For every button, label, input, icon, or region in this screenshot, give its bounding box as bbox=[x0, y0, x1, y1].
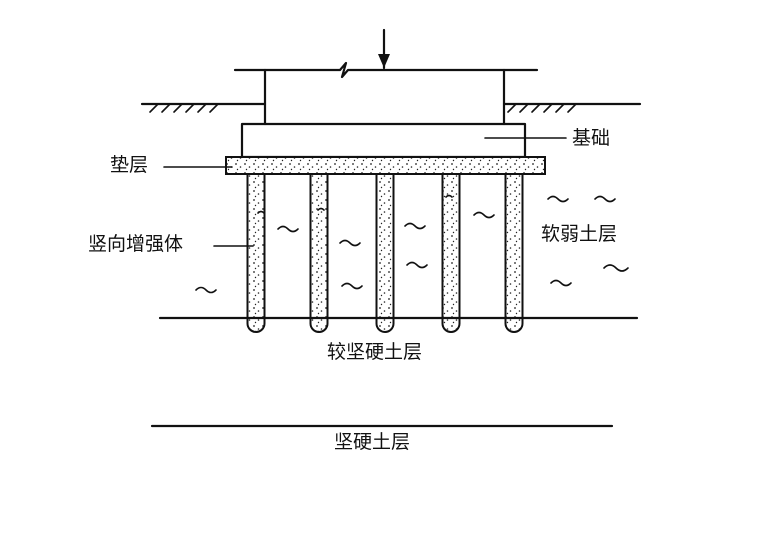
vertical-reinforcement-pile bbox=[504, 165, 524, 333]
load-arrow-icon bbox=[378, 28, 390, 70]
cushion-label: 垫层 bbox=[110, 154, 149, 176]
soft-soil-marks bbox=[195, 194, 629, 294]
vertical-reinforcement-pile bbox=[441, 165, 461, 333]
foundation-label: 基础 bbox=[572, 127, 611, 149]
vertical-reinforcement-pile bbox=[309, 165, 329, 333]
foundation-block bbox=[240, 122, 527, 159]
firmer-soil-label: 较坚硬土层 bbox=[327, 341, 423, 363]
ground-surface-left bbox=[140, 102, 267, 113]
vertical-reinforcement-pile bbox=[375, 165, 395, 333]
vertical-reinforcement-label: 竖向增强体 bbox=[88, 233, 184, 255]
cushion-layer bbox=[225, 156, 546, 175]
vertical-reinforcement-pile bbox=[246, 165, 266, 333]
ground-surface-right bbox=[502, 102, 642, 113]
soft-soil-label: 软弱土层 bbox=[541, 223, 618, 245]
pile-group bbox=[246, 165, 524, 333]
hard-soil-label: 坚硬土层 bbox=[334, 431, 411, 453]
column bbox=[233, 61, 539, 126]
